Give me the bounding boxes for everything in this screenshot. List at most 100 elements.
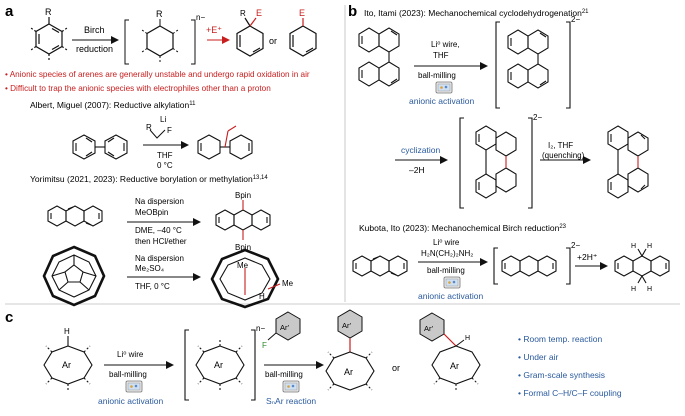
- anionic-activation-label: anionic activation: [409, 96, 474, 106]
- dimethyl-corannulene-product: [210, 248, 281, 309]
- corannulene-structure: [42, 245, 106, 307]
- anionic-activation-label-2: anionic activation: [418, 291, 483, 301]
- feature-item: • Room temp. reaction: [518, 334, 603, 344]
- ball-milling-c: ball-milling: [109, 370, 147, 379]
- fluorine-label: F: [167, 126, 172, 135]
- thf-label-b: THF: [433, 51, 449, 60]
- bis-bpin-product: [215, 200, 271, 240]
- snar-label: SₙAr reaction: [266, 396, 316, 406]
- benzene-r-structure: [30, 17, 68, 60]
- feature-item: • Formal C–H/C–F coupling: [518, 388, 622, 398]
- temperature-label: 0 °C: [157, 161, 173, 170]
- alkyl-r-label: R: [146, 123, 152, 132]
- perylene-product: [607, 125, 649, 199]
- aryl-fluoride-reagent: [267, 311, 301, 341]
- panel-b-letter: b: [348, 3, 357, 20]
- anthracene-dianion-charge: 2−: [571, 241, 580, 250]
- anion-r-label: R: [156, 9, 163, 19]
- panel-c-letter: c: [5, 309, 13, 326]
- h-label-3: H: [631, 286, 636, 293]
- meobpin-label: MeOBpin: [135, 208, 168, 217]
- or-label-a: or: [269, 36, 277, 46]
- na-dispersion-1: Na dispersion: [135, 197, 184, 206]
- perylene-charge: 2−: [533, 113, 542, 122]
- feature-item: • Under air: [518, 352, 558, 362]
- coupled-product-2: [419, 312, 481, 392]
- ball-milling-label-2: ball-milling: [427, 266, 465, 275]
- bullet-trapping: • Difficult to trap the anionic species …: [5, 84, 271, 93]
- thf-0c-label: THF, 0 °C: [135, 282, 170, 291]
- product2-ar: Ar: [450, 361, 459, 371]
- albert-title: Albert, Miguel (2007): Reductive alkylat…: [30, 100, 196, 110]
- methyl-label-outer: Me: [282, 279, 294, 288]
- ball-mill-icon: [435, 81, 453, 94]
- h-label-2: H: [647, 243, 652, 250]
- ball-milling-c2: ball-milling: [265, 370, 303, 379]
- ball-mill-icon-2: [443, 276, 461, 289]
- alkyl-fluoride-reagent: [143, 129, 189, 149]
- bpin-top-label: Bpin: [235, 191, 251, 200]
- kubota-title: Kubota, Ito (2023): Mechanochemical Birc…: [359, 223, 567, 233]
- thf-label: THF: [157, 151, 173, 160]
- product1-arprime: Ar′: [342, 321, 352, 330]
- product2-e: E: [299, 8, 305, 18]
- li-wire-c: Li⁰ wire: [117, 350, 144, 359]
- anthracene-b-structure: [352, 255, 408, 277]
- li-label: Li: [160, 115, 166, 124]
- dihydroanthracene-product: [614, 248, 670, 284]
- product1-e: E: [256, 8, 262, 18]
- hydrogen-label: H: [259, 292, 265, 301]
- quenching-label: (quenching): [542, 151, 585, 160]
- fluoride-label: F: [262, 341, 267, 350]
- aryl-prime-label: Ar′: [280, 323, 290, 332]
- li-wire-label-2: Li⁰ wire: [433, 238, 460, 247]
- arene-anion: [184, 329, 256, 401]
- ortho-product: [289, 18, 317, 57]
- ipso-product: [236, 17, 264, 57]
- ball-mill-icon-c2: [282, 380, 300, 393]
- arene-ar-label: Ar: [62, 360, 71, 370]
- panel-a-letter: a: [5, 3, 14, 20]
- arene-anion-charge: n−: [256, 324, 265, 333]
- birch-label-2: reduction: [76, 44, 113, 54]
- perylene-dianion: [459, 117, 533, 209]
- binaphthyl-structure: [358, 27, 400, 87]
- product1-ar: Ar: [344, 367, 353, 377]
- ito-title: Ito, Itami (2023): Mechanochemical cyclo…: [364, 8, 589, 18]
- anion-charge: n−: [196, 13, 205, 22]
- binaphthyl-dianion: [495, 21, 571, 109]
- ball-milling-label: ball-milling: [418, 71, 456, 80]
- arene-h-label: H: [64, 327, 70, 336]
- bullet-oxidation: • Anionic species of arenes are generall…: [5, 70, 310, 79]
- cyclization-label: cyclization: [401, 145, 440, 155]
- iodine-thf-label: I₂, THF: [548, 141, 573, 150]
- yorimitsu-title: Yorimitsu (2021, 2023): Reductive boryla…: [30, 174, 268, 184]
- h-label-1: H: [631, 243, 636, 250]
- bpin-bottom-label: Bpin: [235, 243, 251, 252]
- hcl-workup: then HCl/ether: [135, 237, 187, 246]
- anthracene-structure: [47, 205, 103, 227]
- product2-h: H: [465, 335, 470, 342]
- methyl-label-inner: Me: [237, 261, 249, 270]
- generic-arene: [43, 336, 93, 392]
- electrophile-label: +E⁺: [206, 25, 222, 35]
- dme-condition: DME, –40 °C: [135, 226, 182, 235]
- coupled-product-1: [325, 309, 375, 391]
- feature-item: • Gram-scale synthesis: [518, 370, 605, 380]
- features-list: • Room temp. reaction • Under air • Gram…: [518, 334, 622, 398]
- or-label-c: or: [392, 363, 400, 373]
- bracket-anion: [124, 19, 196, 65]
- anthracene-dianion: [493, 247, 571, 285]
- anionic-activation-c: anionic activation: [98, 396, 163, 406]
- plus-2h-label: +2H⁺: [577, 252, 597, 262]
- biphenyl-structure: [72, 134, 128, 160]
- anion-ar-label: Ar: [214, 360, 223, 370]
- ethylenediamine-label: H₂N(CH₂)₂NH₂: [421, 249, 473, 258]
- ball-mill-icon-c: [125, 380, 143, 393]
- dianion-charge: 2−: [571, 15, 580, 24]
- product1-r: R: [240, 9, 246, 18]
- r-substituent-label: R: [45, 7, 52, 17]
- h-label-4: H: [647, 286, 652, 293]
- minus-2h-label: –2H: [409, 165, 425, 175]
